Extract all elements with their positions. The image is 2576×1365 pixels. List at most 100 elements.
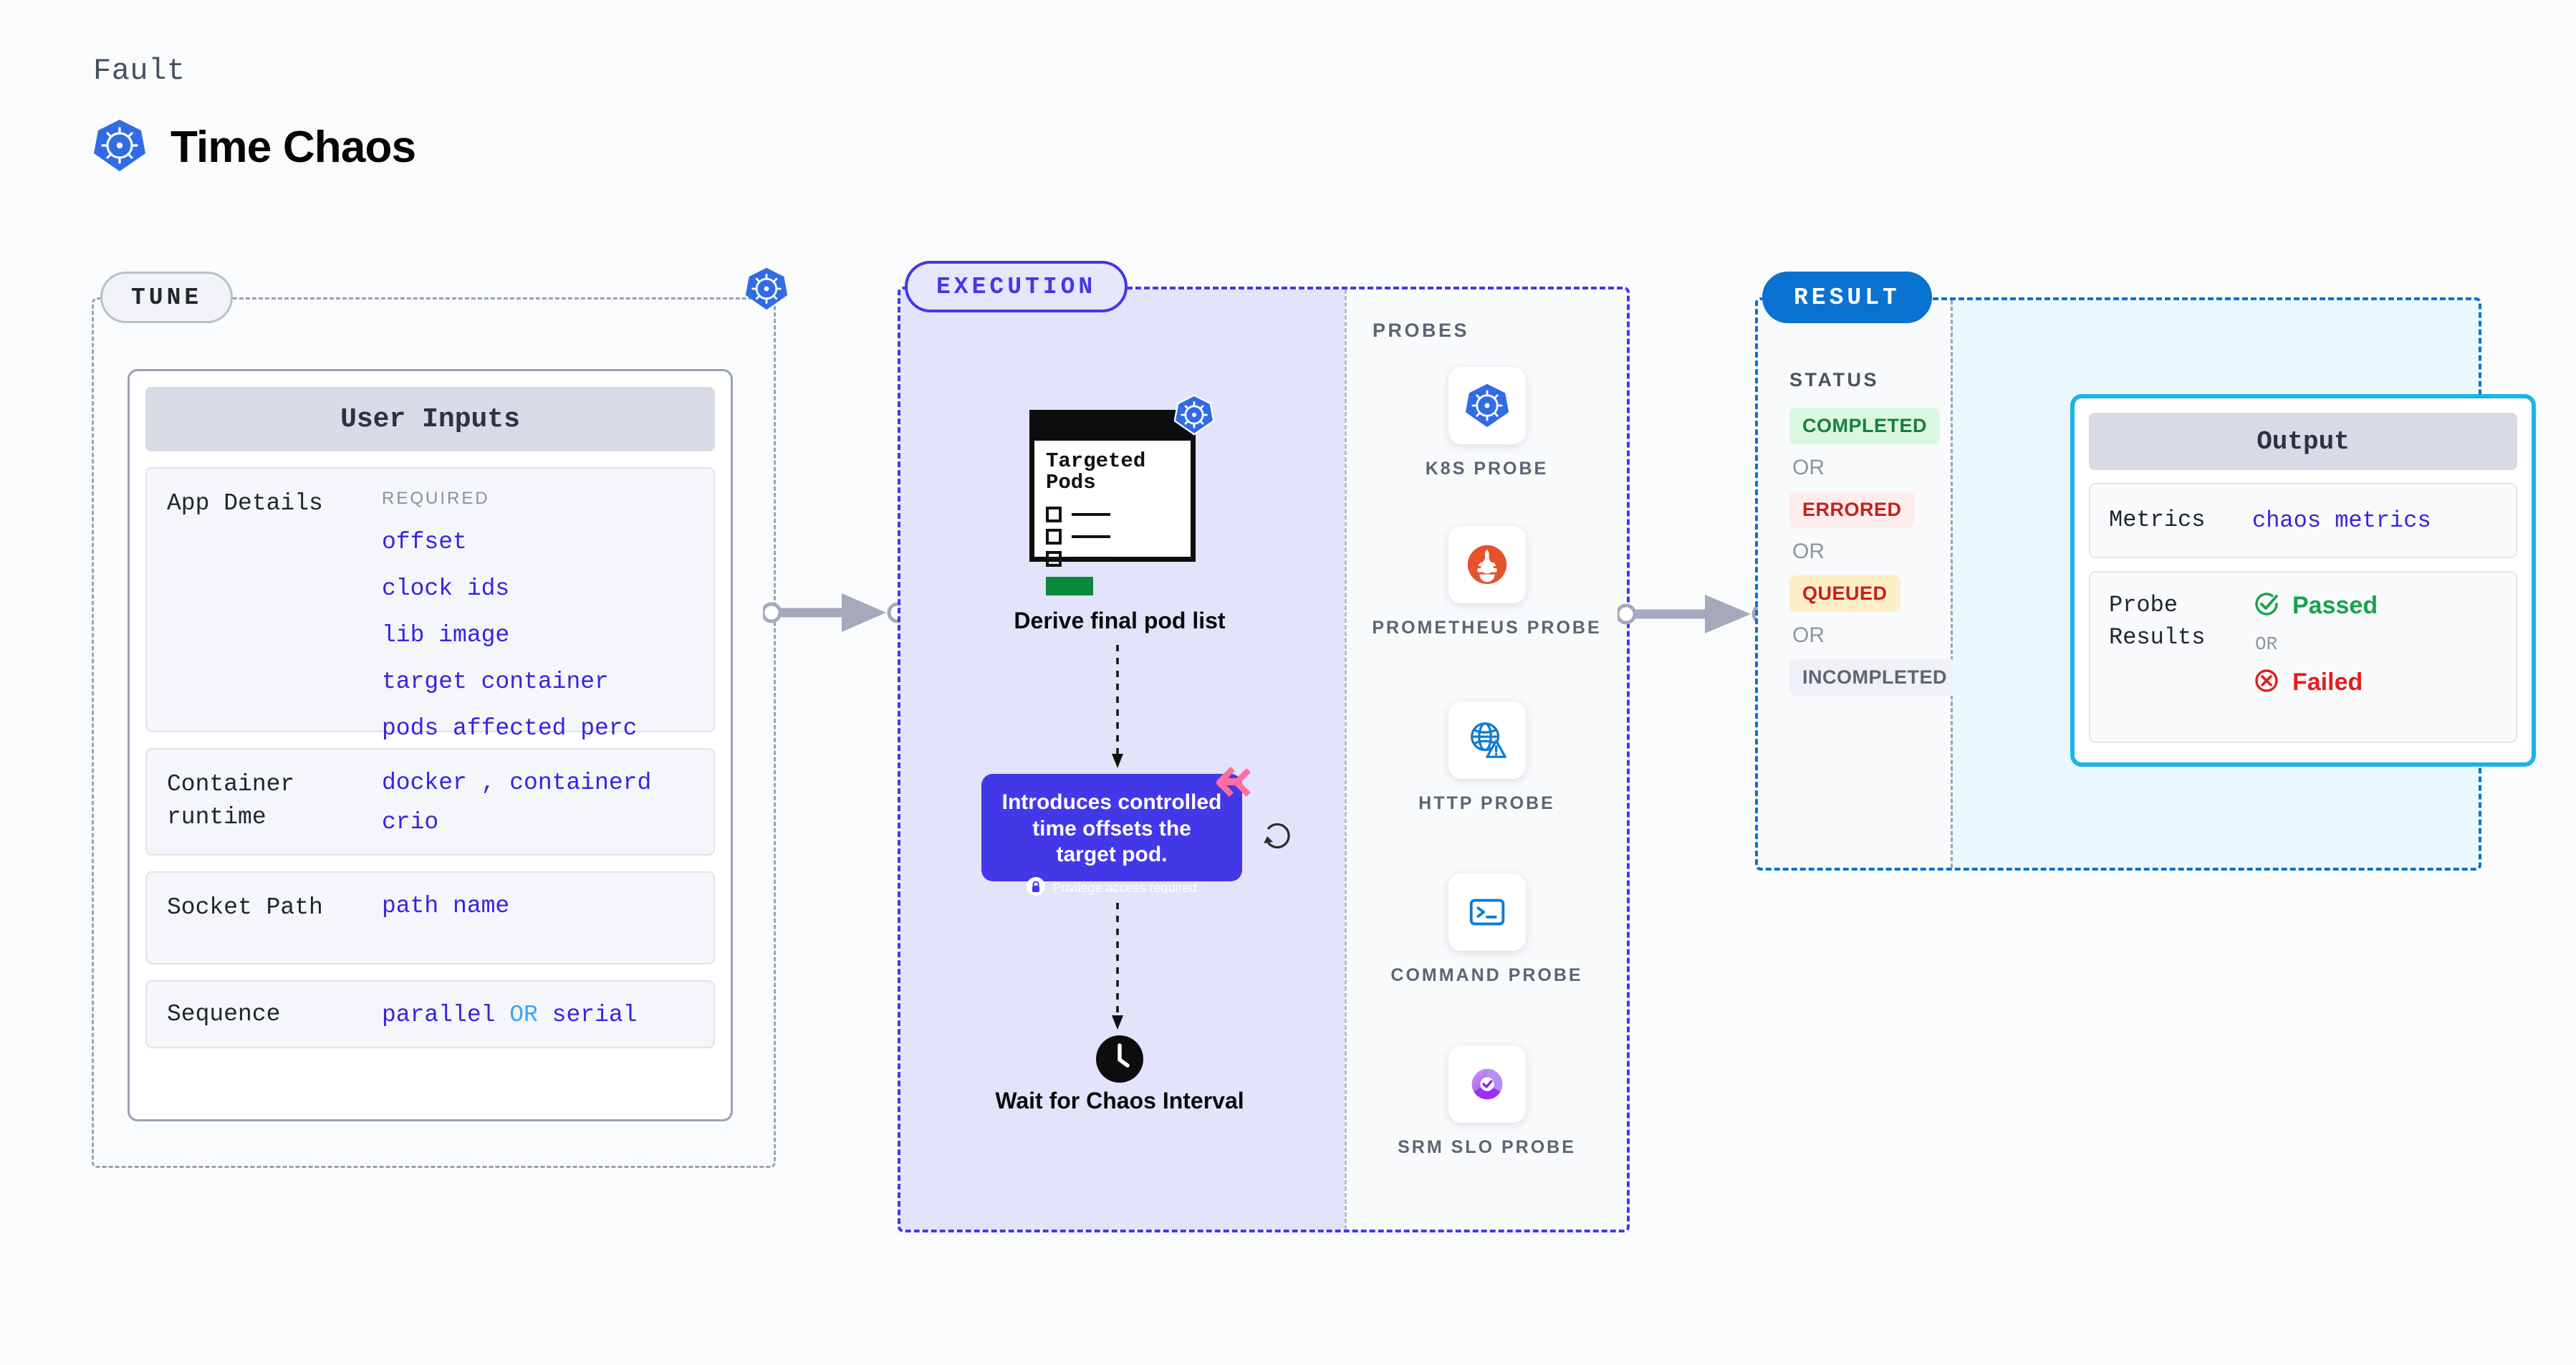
fault-description-callout: Introduces controlled time offsets the t…	[981, 767, 1251, 896]
field-row-app-details[interactable]: App Details REQUIRED offset clock ids li…	[145, 467, 715, 742]
derive-final-pod-list-label: Derive final pod list	[1014, 608, 1226, 633]
probe-label: SRM SLO PROBE	[1398, 1137, 1576, 1157]
status-section-label: STATUS	[1789, 369, 1879, 391]
or-separator: OR	[2255, 633, 2278, 655]
tune-panel-border	[92, 297, 776, 1168]
callout-text: Introduces controlled time offsets the t…	[1001, 790, 1222, 867]
probe-label: PROMETHEUS PROBE	[1372, 618, 1602, 638]
probe-http[interactable]: HTTP PROBE	[1347, 701, 1627, 816]
connector-execution-to-result	[1615, 582, 1773, 650]
fault-eyebrow-label: Fault	[93, 54, 186, 88]
harness-ribbon-icon	[1215, 764, 1252, 800]
srm-slo-icon	[1448, 1045, 1526, 1123]
output-row-metrics[interactable]: Metrics chaos metrics	[2089, 483, 2517, 558]
output-value: chaos metrics	[2252, 507, 2431, 534]
clock-icon	[1096, 1035, 1143, 1086]
probe-command[interactable]: COMMAND PROBE	[1347, 873, 1627, 988]
field-label: Socket Path	[167, 894, 323, 921]
field-value: crio	[382, 809, 439, 835]
probes-column: PROBES K8S PROBE	[1345, 289, 1627, 1230]
result-status-column: STATUS COMPLETED OR ERRORED OR QUEUED OR…	[1758, 300, 1961, 868]
probe-label: K8S PROBE	[1425, 459, 1549, 479]
progress-bar	[1046, 576, 1093, 595]
field-value: path name	[382, 893, 510, 919]
privilege-note: Privilege access required	[1027, 876, 1197, 899]
field-value: docker , containerd	[382, 770, 652, 796]
field-value: parallel OR serial	[382, 1002, 638, 1028]
kubernetes-icon	[1173, 394, 1215, 439]
http-globe-warning-icon	[1448, 701, 1526, 779]
field-value: pods affected perc	[382, 715, 638, 742]
connector-tune-to-execution	[761, 580, 908, 648]
line-placeholder	[1072, 535, 1110, 538]
x-circle-icon	[2252, 666, 2281, 699]
result-pill[interactable]: RESULT	[1762, 272, 1932, 323]
status-badge-incompleted[interactable]: INCOMPLETED	[1789, 659, 1961, 696]
kubernetes-icon	[93, 118, 146, 176]
checkbox-icon	[1046, 528, 1062, 545]
flow-arrow-down-1	[1107, 645, 1128, 774]
checkbox-icon	[1046, 506, 1062, 522]
probe-label: HTTP PROBE	[1418, 793, 1555, 813]
lock-icon	[1027, 876, 1046, 899]
or-separator: OR	[1792, 540, 1825, 563]
refresh-icon[interactable]	[1261, 820, 1294, 856]
probe-result-failed: Failed	[2252, 666, 2378, 699]
required-tag: REQUIRED	[382, 489, 490, 508]
passed-label: Passed	[2292, 592, 2378, 619]
prometheus-icon	[1448, 526, 1526, 603]
tune-panel: TUNE User Inputs App Details REQUIRED of…	[92, 272, 776, 1168]
field-value: offset	[382, 529, 467, 555]
output-title: Output	[2089, 413, 2517, 470]
field-label: App Details	[167, 490, 323, 517]
status-badge-errored[interactable]: ERRORED	[1789, 492, 1915, 528]
probe-result-passed: Passed	[2252, 590, 2378, 622]
status-badge-list: COMPLETED OR ERRORED OR QUEUED OR INCOMP…	[1789, 408, 1961, 696]
status-badge-queued[interactable]: QUEUED	[1789, 575, 1900, 612]
probe-k8s[interactable]: K8S PROBE	[1347, 367, 1627, 482]
output-label: Metrics	[2109, 507, 2206, 534]
list-item	[1046, 550, 1191, 567]
list-item	[1046, 528, 1191, 545]
user-inputs-title: User Inputs	[145, 387, 715, 451]
field-value: clock ids	[382, 575, 510, 602]
page-title: Time Chaos	[170, 123, 416, 172]
checkbox-icon	[1046, 550, 1062, 567]
or-separator: OR	[1792, 623, 1825, 647]
list-item	[1046, 506, 1191, 522]
kubernetes-icon	[1448, 367, 1526, 444]
card-titlebar	[1034, 415, 1191, 441]
line-placeholder	[1072, 557, 1110, 560]
page-title-row: Time Chaos	[93, 118, 416, 176]
status-badge-completed[interactable]: COMPLETED	[1789, 408, 1941, 444]
kubernetes-icon	[745, 267, 788, 315]
execution-pill[interactable]: EXECUTION	[905, 261, 1128, 312]
field-value: target container	[382, 669, 609, 695]
check-circle-icon	[2252, 590, 2281, 622]
probe-prometheus[interactable]: PROMETHEUS PROBE	[1347, 526, 1627, 641]
field-row-socket-path[interactable]: Socket Path path name	[145, 871, 715, 964]
probe-label: COMMAND PROBE	[1390, 965, 1583, 985]
field-row-sequence[interactable]: Sequence parallel OR serial	[145, 980, 715, 1048]
or-separator: OR	[1792, 456, 1825, 479]
flow-arrow-down-2	[1107, 903, 1128, 1035]
failed-label: Failed	[2292, 669, 2363, 696]
probe-srm-slo[interactable]: SRM SLO PROBE	[1347, 1045, 1627, 1160]
field-label: Sequence	[167, 1000, 281, 1028]
probes-section-label: PROBES	[1373, 320, 1470, 341]
field-value: lib image	[382, 622, 510, 648]
tune-pill[interactable]: TUNE	[100, 272, 234, 323]
wait-for-chaos-interval-label: Wait for Chaos Interval	[995, 1088, 1244, 1113]
terminal-icon	[1448, 873, 1526, 951]
privilege-note-text: Privilege access required	[1052, 880, 1197, 895]
line-placeholder	[1072, 512, 1110, 516]
user-inputs-card: User Inputs App Details REQUIRED offset …	[128, 369, 733, 1121]
